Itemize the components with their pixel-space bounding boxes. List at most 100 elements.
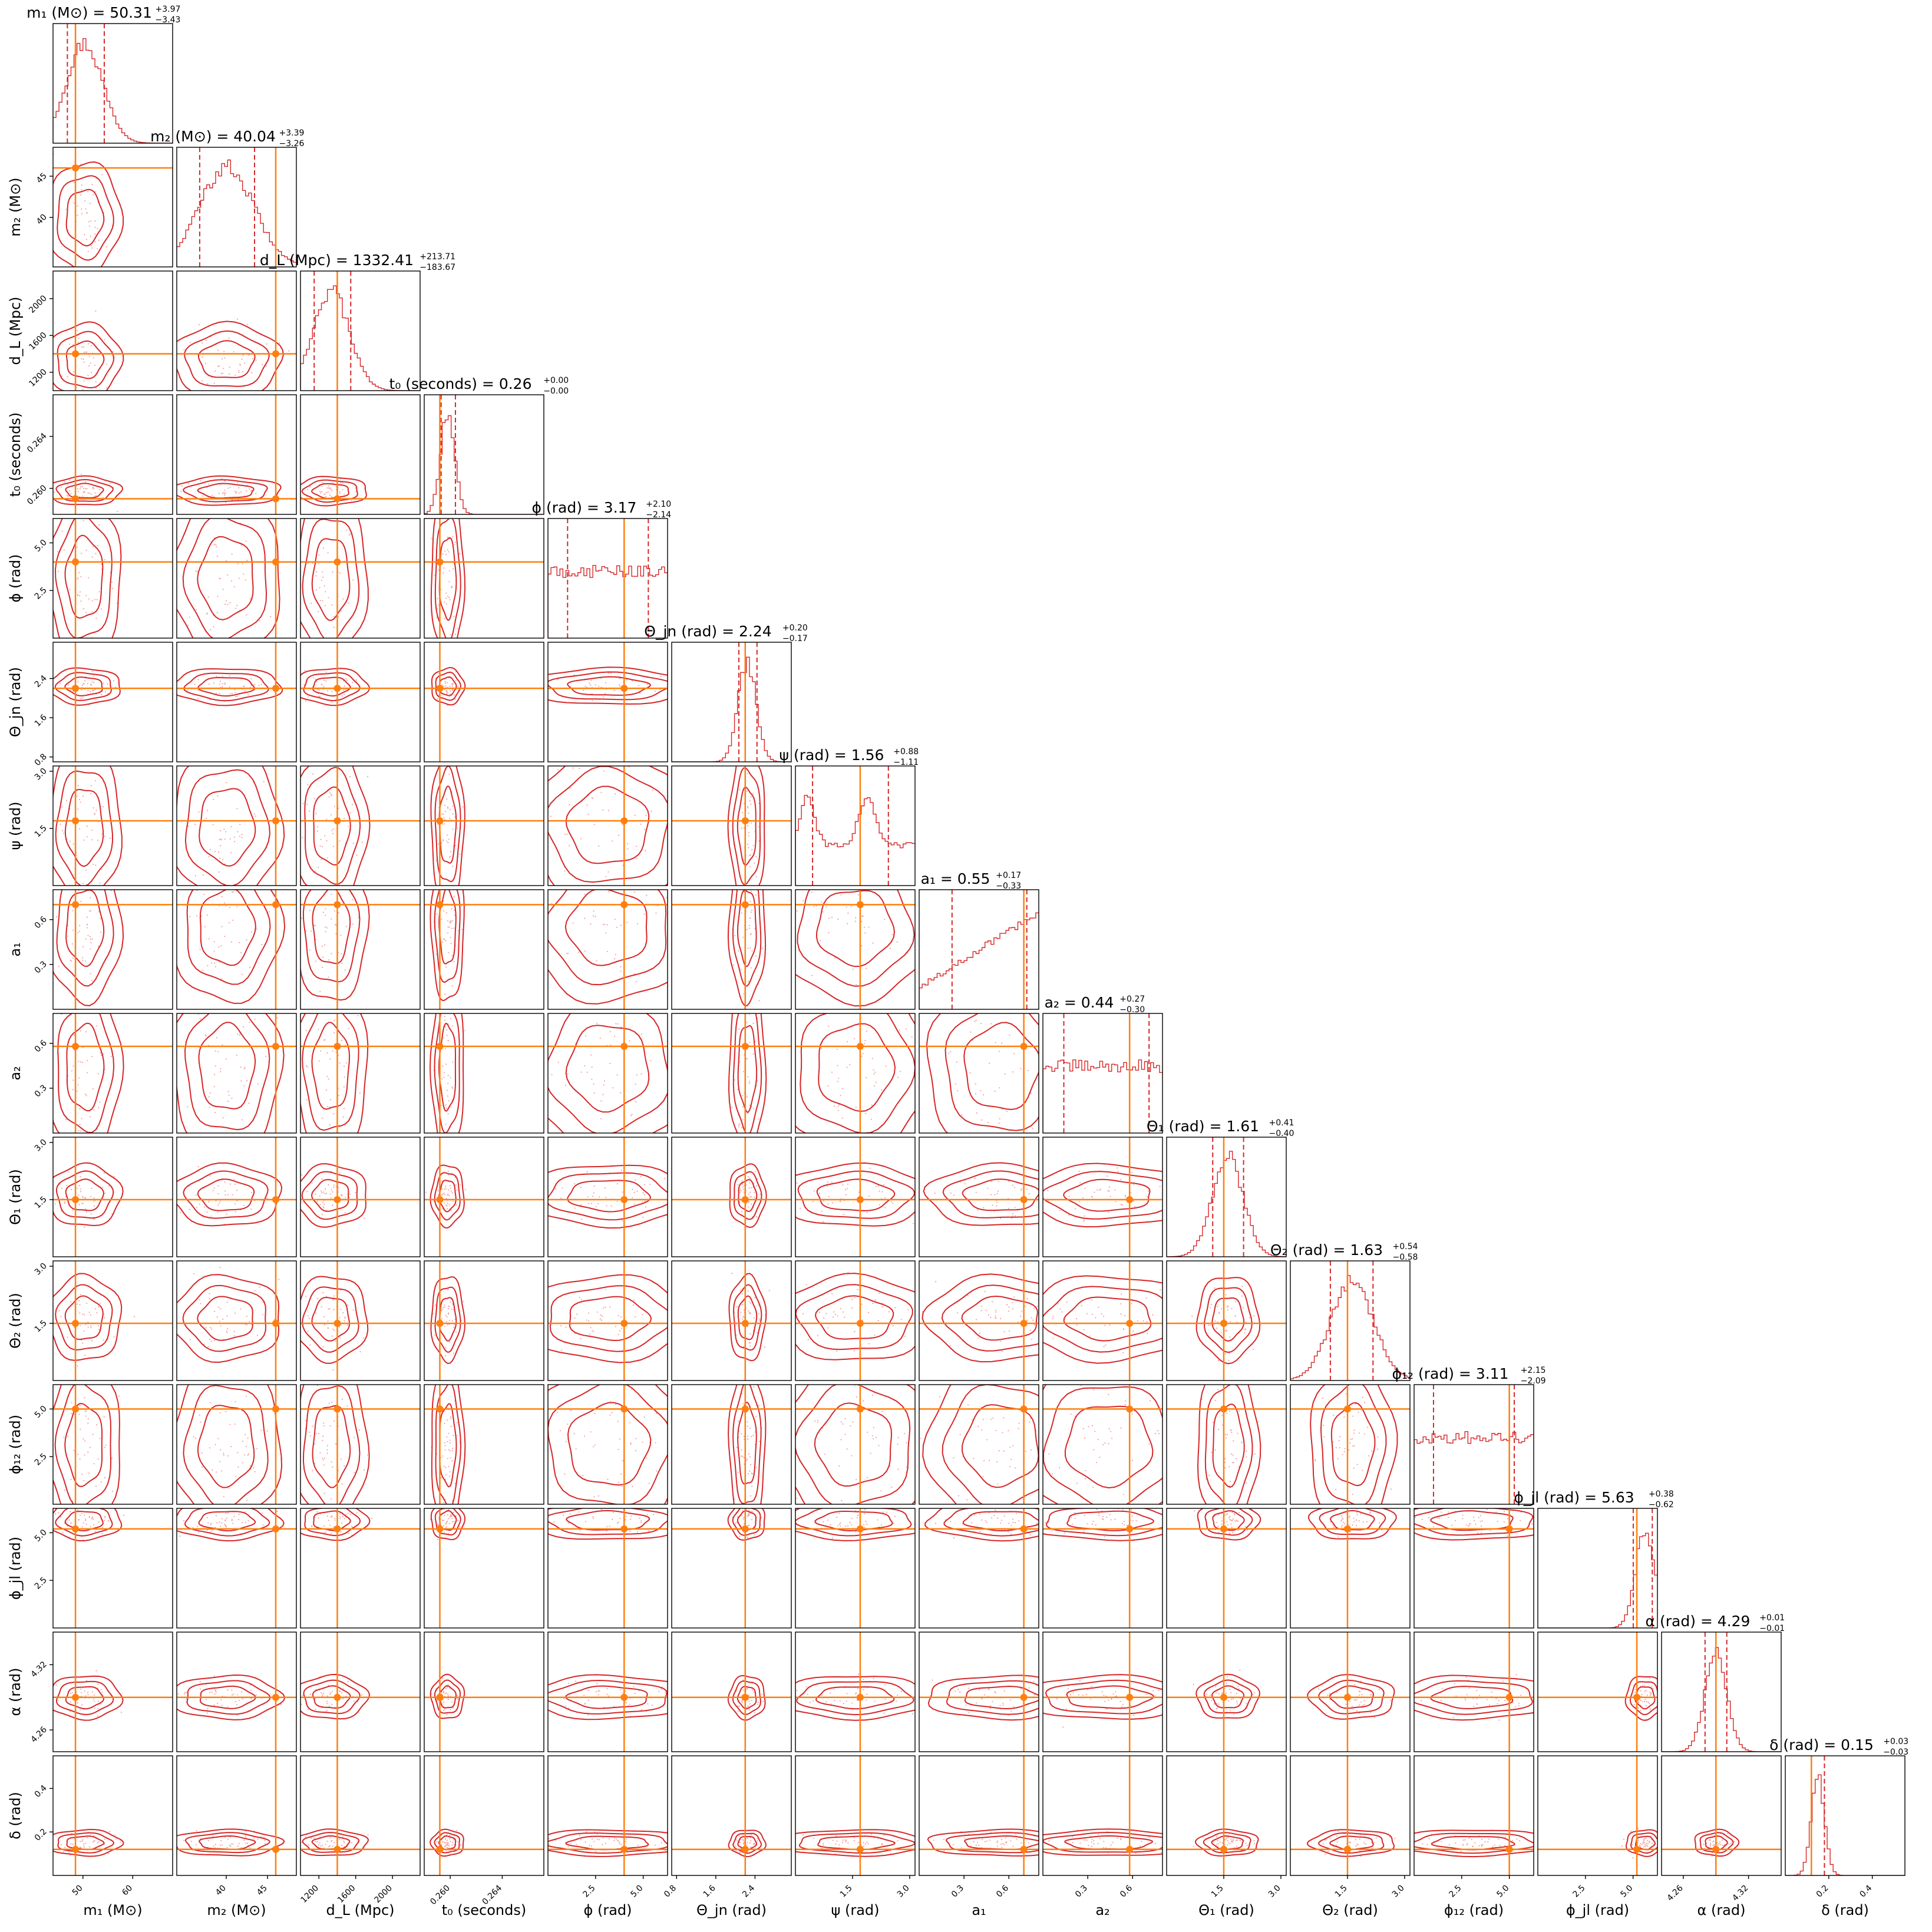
sample-point xyxy=(256,1335,259,1336)
sample-point xyxy=(581,1218,583,1220)
panel-frame xyxy=(1166,1384,1287,1505)
sample-point xyxy=(1025,1305,1026,1307)
sample-point xyxy=(742,936,744,938)
panel-content xyxy=(177,147,296,267)
sample-point xyxy=(103,1416,105,1418)
sample-point xyxy=(1074,1415,1076,1417)
sample-point xyxy=(451,689,454,691)
contour-level-2 xyxy=(1043,1386,1162,1504)
sample-point xyxy=(235,1475,237,1477)
sample-point xyxy=(260,683,262,685)
sample-point xyxy=(99,882,101,884)
sample-point xyxy=(246,1080,248,1082)
sample-point xyxy=(444,1026,446,1028)
sample-point xyxy=(307,488,309,490)
panel-frame xyxy=(424,1384,544,1505)
sample-point xyxy=(214,1112,216,1114)
truth-marker xyxy=(72,558,80,566)
panel-frame xyxy=(919,1013,1039,1134)
sample-point xyxy=(329,494,331,496)
sample-point xyxy=(979,1513,980,1515)
sample-point xyxy=(213,496,215,498)
sample-point xyxy=(220,845,222,847)
sample-point xyxy=(218,946,220,948)
panel-frame xyxy=(1166,1260,1287,1381)
contour-level-2 xyxy=(302,1013,359,1131)
sample-point xyxy=(323,1324,326,1326)
sample-point xyxy=(243,888,244,889)
contour-level-3 xyxy=(1043,1162,1162,1228)
contour-level-2 xyxy=(435,671,462,701)
sample-point xyxy=(227,1512,229,1514)
sample-point xyxy=(557,769,559,771)
sample-point xyxy=(98,1329,100,1330)
sample-point xyxy=(321,1178,323,1180)
sample-point xyxy=(228,1094,230,1097)
sample-point xyxy=(327,552,329,554)
sample-point xyxy=(1008,1306,1010,1308)
sample-point xyxy=(77,488,78,490)
sample-point xyxy=(802,900,804,902)
sample-point xyxy=(84,200,86,202)
truth-marker xyxy=(620,817,628,825)
sample-point xyxy=(996,1517,999,1519)
contour-level-3 xyxy=(177,890,286,1004)
sample-point xyxy=(340,610,342,612)
sample-point xyxy=(851,1307,853,1309)
sample-point xyxy=(457,1435,458,1436)
truth-marker xyxy=(741,901,749,909)
sample-point xyxy=(1034,1324,1036,1326)
sample-point xyxy=(441,1378,442,1379)
contour-level-2 xyxy=(55,478,114,502)
sample-point xyxy=(58,1310,60,1312)
sample-point xyxy=(349,812,351,814)
contour-level-2 xyxy=(183,1385,269,1504)
sample-point xyxy=(240,1080,242,1082)
sample-point xyxy=(590,1203,593,1204)
sample-point xyxy=(341,1194,343,1196)
histogram-step xyxy=(919,912,1039,1009)
contour-level-1 xyxy=(66,1022,105,1112)
panel-content xyxy=(424,1508,544,1628)
sample-point xyxy=(1520,1520,1521,1521)
panel-frame xyxy=(1414,1384,1534,1505)
sample-point xyxy=(1194,1510,1195,1512)
sample-point xyxy=(308,696,309,698)
sample-point xyxy=(1228,1517,1230,1518)
sample-point xyxy=(1231,1511,1233,1513)
panel-dl-psi xyxy=(300,765,421,886)
sample-point xyxy=(442,1525,445,1527)
sample-point xyxy=(444,1048,446,1049)
sample-point xyxy=(190,342,191,344)
sample-point xyxy=(1358,1520,1360,1522)
sample-point xyxy=(758,1405,760,1406)
panel-a2-phijl xyxy=(1042,1508,1163,1629)
sample-point xyxy=(746,1458,748,1460)
panel-frame xyxy=(671,1384,792,1505)
y-tick-label: 0.3 xyxy=(33,1083,49,1099)
sample-point xyxy=(85,1518,87,1520)
sample-point xyxy=(1421,1518,1424,1520)
sample-point xyxy=(754,928,756,930)
sample-point xyxy=(557,1062,559,1064)
panel-content xyxy=(1538,1508,1657,1628)
sample-point xyxy=(1353,1521,1355,1523)
sample-point xyxy=(617,1521,619,1523)
sample-point xyxy=(224,936,226,937)
panel-frame xyxy=(52,765,173,886)
sample-point xyxy=(315,575,317,577)
sample-point xyxy=(755,1171,757,1173)
sample-point xyxy=(603,1080,606,1082)
sample-point xyxy=(589,682,590,684)
sample-point xyxy=(330,1516,332,1518)
sample-point xyxy=(605,1006,606,1008)
sample-point xyxy=(338,911,339,913)
sample-point xyxy=(748,1512,749,1514)
panel-content xyxy=(300,518,420,638)
sample-point xyxy=(318,1060,320,1062)
sample-point xyxy=(1341,1519,1343,1521)
sample-point xyxy=(105,364,107,365)
sample-point xyxy=(442,1501,445,1504)
contour-level-3 xyxy=(53,1273,123,1361)
sample-point xyxy=(839,1201,841,1203)
